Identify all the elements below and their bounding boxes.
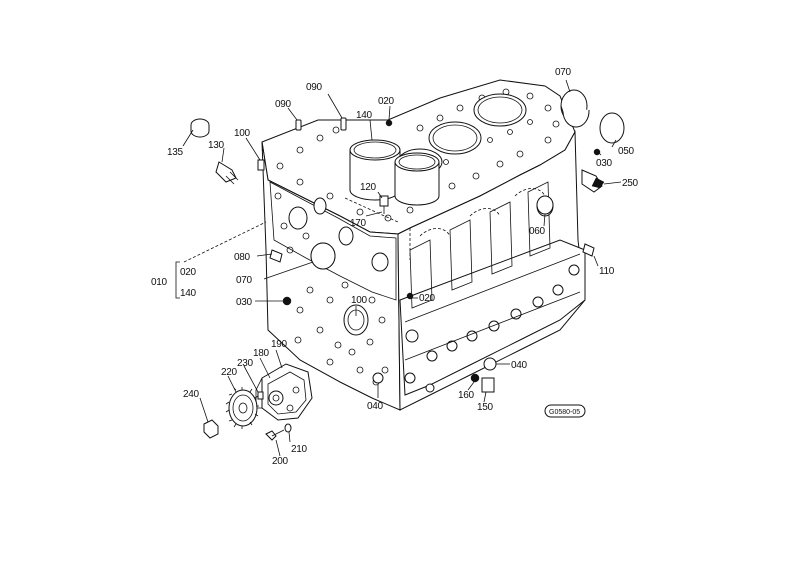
callout-130: 130 — [208, 140, 225, 151]
callout-190: 190 — [271, 339, 288, 350]
cylinder-block — [261, 79, 586, 411]
part-090-dowel-b — [340, 117, 347, 131]
part-020-plug-side — [406, 292, 414, 300]
part-250-oil-switch — [581, 169, 605, 193]
part-130-nipple — [215, 161, 239, 185]
callout-numbers: 135 130 100 090 090 140 020 070 030 050 … — [151, 67, 639, 467]
reference-code-badge: G0580-05 — [544, 404, 586, 418]
callout-030-front: 030 — [236, 297, 253, 308]
part-030-plug-right — [593, 148, 601, 156]
callout-230: 230 — [237, 358, 254, 369]
part-090-dowel-a — [295, 119, 302, 131]
part-040-plug-right — [483, 357, 497, 371]
callout-070-top: 070 — [555, 67, 572, 78]
callout-040-left: 040 — [367, 401, 384, 412]
part-140-cylinder-sleeves — [349, 139, 440, 206]
assembly-010-bracket — [175, 221, 267, 299]
part-200-bolt — [265, 429, 285, 441]
part-135-plug — [190, 118, 210, 138]
callout-030-right: 030 — [596, 158, 613, 169]
callout-120: 120 — [360, 182, 377, 193]
part-110-pin — [582, 243, 595, 257]
callout-180: 180 — [253, 348, 270, 359]
part-220-oil-pump-gear — [225, 387, 259, 429]
oil-pump-assembly — [255, 363, 313, 421]
part-050-cap — [599, 112, 625, 144]
part-240-nut — [203, 419, 219, 439]
callout-010: 010 — [151, 277, 168, 288]
callout-020-top: 020 — [378, 96, 395, 107]
callout-220: 220 — [221, 367, 238, 378]
part-210-washer — [284, 423, 292, 433]
part-070-cap-top — [560, 89, 590, 128]
part-040-plug-left — [372, 372, 384, 384]
deck-bolt-holes — [276, 88, 560, 222]
front-plate-outline — [269, 181, 397, 301]
part-120-170-jet — [379, 195, 389, 214]
part-100-pin-top — [257, 159, 265, 171]
part-160-seal — [470, 373, 480, 383]
callout-070-front: 070 — [236, 275, 253, 286]
callout-080: 080 — [234, 252, 251, 263]
callout-240: 240 — [183, 389, 200, 400]
part-060-cap — [536, 195, 554, 215]
callout-020-bracket: 020 — [180, 267, 197, 278]
leader-lines — [182, 79, 622, 457]
callout-100-front: 100 — [351, 295, 368, 306]
callout-090-left: 090 — [275, 99, 292, 110]
callout-170: 170 — [350, 218, 367, 229]
callout-200: 200 — [272, 456, 289, 467]
callout-100-top: 100 — [234, 128, 251, 139]
block-oil-rail — [399, 239, 586, 396]
part-070-cap-front — [310, 242, 336, 270]
oil-pump-body — [261, 363, 313, 421]
callout-050: 050 — [618, 146, 635, 157]
callout-250: 250 — [622, 178, 639, 189]
callout-135: 135 — [167, 147, 184, 158]
callout-160: 160 — [458, 390, 475, 401]
callout-040-right: 040 — [511, 360, 528, 371]
part-030-plug-front — [282, 296, 292, 306]
callout-140-bracket: 140 — [180, 288, 197, 299]
part-150-plug — [481, 377, 495, 393]
reference-code: G0580-05 — [549, 409, 580, 416]
part-230-key — [257, 391, 264, 400]
callout-060: 060 — [529, 226, 546, 237]
callout-140-sleeve: 140 — [356, 110, 373, 121]
part-080-pin — [269, 249, 283, 263]
callout-020-side: 020 — [419, 293, 436, 304]
oil-rail-bosses — [404, 253, 581, 393]
callout-090-right: 090 — [306, 82, 323, 93]
part-020-plug-top — [385, 119, 393, 127]
callout-150: 150 — [477, 402, 494, 413]
callout-110: 110 — [599, 266, 615, 277]
callout-210: 210 — [291, 444, 308, 455]
